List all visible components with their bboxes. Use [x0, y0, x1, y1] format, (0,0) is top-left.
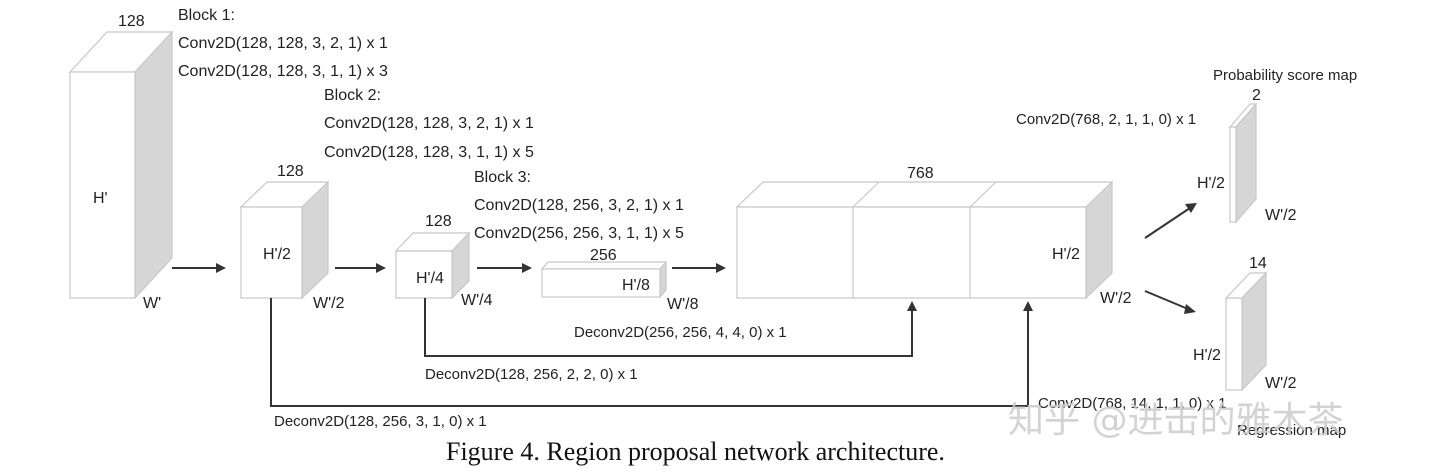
skip-stage1-concat	[270, 298, 1029, 407]
input-width: W'	[143, 295, 161, 312]
prob-conv: Conv2D(768, 2, 1, 1, 0) x 1	[1016, 111, 1196, 128]
stage1-channels: 128	[277, 163, 304, 180]
block1-spec: Block 1: Conv2D(128, 128, 3, 2, 1) x 1 C…	[178, 7, 388, 80]
stage2-width: W'/4	[461, 292, 493, 309]
stage2-channels: 128	[425, 213, 452, 230]
prob-channels: 2	[1252, 87, 1261, 104]
arrow-to-reg	[1144, 290, 1189, 310]
skip-stage1-concat-head	[1023, 301, 1033, 311]
stage2-block: 128 H'/4 W'/4	[394, 213, 493, 309]
arrow-stage3-concat-head	[716, 263, 726, 273]
concat-block-front	[736, 206, 1087, 299]
reg-head: 14 H'/2 W'/2 Conv2D(768, 14, 1, 1, 0) x …	[1038, 255, 1346, 439]
arrow-stage2-stage3-head	[522, 263, 532, 273]
reg-height: H'/2	[1193, 347, 1221, 364]
deconv-a-label: Deconv2D(256, 256, 4, 4, 0) x 1	[574, 324, 787, 341]
block2-title: Block 2:	[324, 87, 381, 104]
prob-height: H'/2	[1197, 175, 1225, 192]
arrow-to-prob	[1144, 207, 1191, 239]
reg-block-front	[1225, 297, 1243, 391]
arrow-to-reg-head	[1184, 304, 1196, 314]
block1-line1: Conv2D(128, 128, 3, 2, 1) x 1	[178, 35, 388, 52]
reg-channels: 14	[1249, 255, 1267, 272]
stage2-height: H'/4	[416, 270, 444, 287]
stage1-height: H'/2	[263, 246, 291, 263]
concat-width: W'/2	[1100, 290, 1132, 307]
input-block-front	[69, 71, 136, 299]
block2-line2: Conv2D(128, 128, 3, 1, 1) x 5	[324, 144, 534, 161]
arrow-stage1-stage2-head	[376, 263, 386, 273]
input-channels: 128	[118, 13, 145, 30]
stage3-block-front	[541, 268, 661, 298]
stage3-height: H'/8	[622, 277, 650, 294]
block3-line1: Conv2D(128, 256, 3, 2, 1) x 1	[474, 197, 684, 214]
concat-height: H'/2	[1052, 246, 1080, 263]
stage1-block: 128 H'/2 W'/2	[239, 163, 345, 312]
prob-head: Probability score map Conv2D(768, 2, 1, …	[1016, 67, 1357, 224]
block3-line2: Conv2D(256, 256, 3, 1, 1) x 5	[474, 225, 684, 242]
block1-title: Block 1:	[178, 7, 235, 24]
block2-line1: Conv2D(128, 128, 3, 2, 1) x 1	[324, 115, 534, 132]
input-block-side	[134, 30, 173, 300]
skip-stage2-concat-head	[907, 301, 917, 311]
prob-title: Probability score map	[1213, 67, 1357, 84]
figure-caption: Figure 4. Region proposal network archit…	[446, 437, 945, 466]
reg-title: Regression map	[1237, 422, 1346, 439]
arrow-to-prob-head	[1185, 203, 1197, 213]
block3-spec: Block 3: Conv2D(128, 256, 3, 2, 1) x 1 C…	[474, 169, 684, 242]
stage3-block: 256 H'/8 W'/8	[540, 247, 699, 313]
block1-line2: Conv2D(128, 128, 3, 1, 1) x 3	[178, 63, 388, 80]
stage3-channels: 256	[590, 247, 617, 264]
reg-conv: Conv2D(768, 14, 1, 1, 0) x 1	[1038, 395, 1226, 412]
block3-title: Block 3:	[474, 169, 531, 186]
reg-width: W'/2	[1265, 375, 1297, 392]
watermark-text: 知乎 @进击的雅木茶	[1008, 400, 1343, 441]
input-block: 128 H' W'	[68, 13, 174, 312]
stage3-block-side	[659, 260, 667, 299]
arrow-input-stage1-head	[216, 263, 226, 273]
input-height: H'	[93, 190, 108, 207]
stage1-width: W'/2	[313, 295, 345, 312]
skip-stage2-concat	[424, 298, 913, 357]
concat-block-top	[735, 181, 1114, 208]
prob-width: W'/2	[1265, 207, 1297, 224]
stage3-width: W'/8	[667, 296, 699, 313]
deconv-c-label: Deconv2D(128, 256, 3, 1, 0) x 1	[274, 413, 487, 430]
deconv-b-label: Deconv2D(128, 256, 2, 2, 0) x 1	[425, 366, 638, 383]
concat-block: 768 H'/2 W'/2	[735, 165, 1132, 307]
concat-channels: 768	[907, 165, 934, 182]
block2-spec: Block 2: Conv2D(128, 128, 3, 2, 1) x 1 C…	[324, 87, 534, 161]
prob-block-front	[1229, 126, 1237, 223]
